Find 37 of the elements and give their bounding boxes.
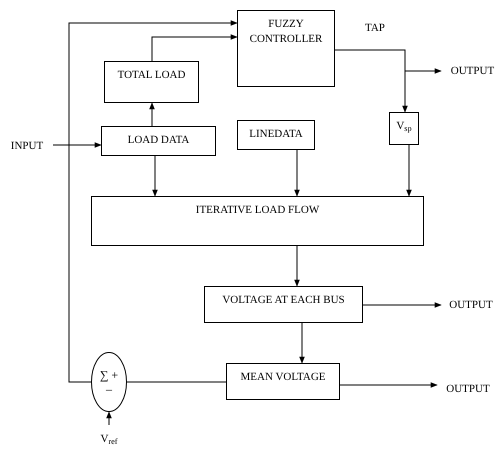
arrow bbox=[52, 142, 102, 148]
process-box bbox=[389, 112, 419, 145]
signal-label: OUTPUT bbox=[450, 64, 494, 79]
process-box bbox=[91, 196, 424, 246]
sign-label: – bbox=[106, 382, 112, 396]
arrow bbox=[334, 50, 408, 113]
arrow bbox=[149, 102, 155, 126]
arrow bbox=[340, 382, 438, 388]
arrow bbox=[362, 302, 442, 308]
process-box bbox=[237, 10, 335, 87]
arrow bbox=[152, 34, 238, 62]
signal-label: V$_{ref}$ bbox=[100, 432, 118, 448]
process-box bbox=[104, 61, 199, 103]
arrow bbox=[299, 322, 305, 364]
signal-label: OUTPUT bbox=[449, 298, 493, 313]
arrow bbox=[68, 20, 238, 382]
box-label: ITERATIVE LOAD FLOW bbox=[196, 203, 320, 218]
arrow bbox=[152, 156, 158, 197]
process-box bbox=[237, 120, 315, 150]
signal-label: INPUT bbox=[10, 138, 44, 154]
signal-label: OUTPUT bbox=[446, 382, 490, 397]
process-box bbox=[204, 286, 363, 323]
box-label: FUZZY CONTROLLER bbox=[248, 17, 324, 47]
sign-label: ∑ + bbox=[100, 368, 118, 382]
box-label: VOLTAGE AT EACH BUS bbox=[222, 293, 345, 308]
box-label: LINEDATA bbox=[249, 127, 303, 142]
arrow bbox=[294, 150, 300, 197]
box-label: LOAD DATA bbox=[128, 133, 190, 148]
signal-label: TAP bbox=[365, 21, 385, 36]
process-box bbox=[226, 363, 340, 400]
process-box bbox=[101, 126, 216, 156]
arrow bbox=[406, 144, 412, 197]
box-label: TOTAL LOAD bbox=[118, 68, 186, 83]
arrow bbox=[106, 411, 112, 426]
arrow bbox=[294, 246, 300, 287]
box-label: MEAN VOLTAGE bbox=[240, 370, 326, 385]
box-label: V$_{sp}$ bbox=[396, 119, 412, 134]
